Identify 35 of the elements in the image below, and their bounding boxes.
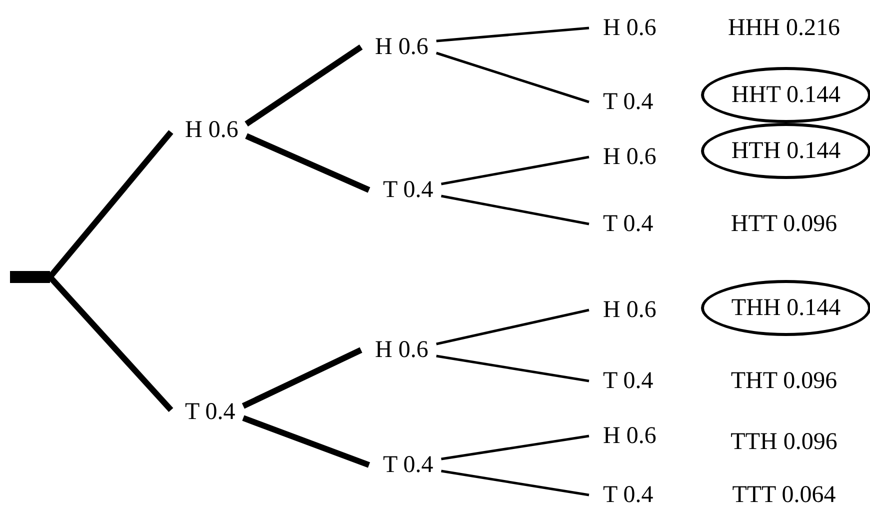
tree-branch [441,194,590,226]
branch-probability: T 0.4 [383,453,434,477]
circled-outcome: THH 0.144 [701,280,870,336]
branch-probability: T 0.4 [603,212,654,236]
circled-outcome: HHT 0.144 [701,67,870,123]
root-stem [10,271,50,283]
branch-probability: H 0.6 [375,35,428,59]
outcome-probability: HTT 0.096 [730,212,838,236]
tree-branch [244,44,363,126]
branch-probability: T 0.4 [185,400,236,424]
branch-probability: H 0.6 [375,338,428,362]
branch-probability: T 0.4 [603,483,654,507]
tree-branch [242,347,362,409]
branch-probability: T 0.4 [383,178,434,202]
tree-branch [441,470,590,496]
outcome-probability: TTH 0.096 [730,430,838,454]
branch-probability: H 0.6 [603,145,656,169]
outcome-probability: THT 0.096 [730,369,838,393]
branch-probability: H 0.6 [603,16,656,40]
tree-branch [441,434,590,460]
tree-branch [436,52,590,104]
tree-branch [441,156,590,186]
tree-branch [436,354,590,382]
tree-branch [245,133,370,193]
tree-branch [242,415,370,468]
outcome-probability: TTT 0.064 [732,483,836,507]
branch-probability: T 0.4 [603,369,654,393]
tree-branch [436,26,590,42]
circled-outcome: HTH 0.144 [701,123,870,179]
branch-probability: H 0.6 [185,118,238,142]
branch-probability: H 0.6 [603,298,656,322]
branch-probability: H 0.6 [603,424,656,448]
outcome-probability: HHH 0.216 [728,16,840,40]
branch-probability: T 0.4 [603,90,654,114]
tree-branch [436,308,590,346]
